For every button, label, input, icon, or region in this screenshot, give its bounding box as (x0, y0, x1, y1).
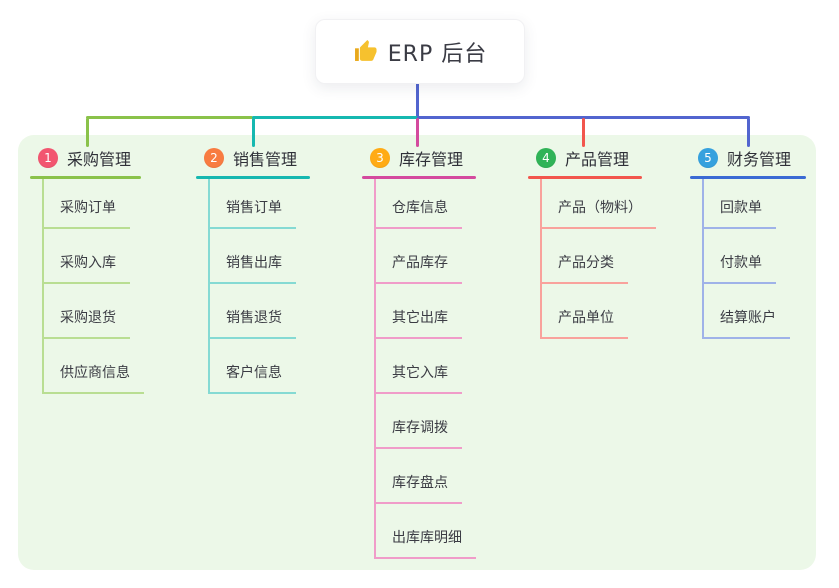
branch-drop-line-2 (252, 118, 255, 147)
branch-title[interactable]: 3 库存管理 (362, 146, 476, 170)
child-node[interactable]: 采购订单 (44, 179, 130, 229)
branch-underline (690, 176, 806, 179)
branch-title[interactable]: 1 采购管理 (30, 146, 141, 170)
branch-number-badge: 1 (38, 148, 58, 168)
child-node[interactable]: 客户信息 (210, 339, 296, 394)
child-node[interactable]: 结算账户 (704, 284, 790, 339)
child-node[interactable]: 销售出库 (210, 229, 296, 284)
connector-segment-teal (252, 116, 418, 119)
branch-children: 回款单 付款单 结算账户 (702, 179, 790, 339)
branch-underline (528, 176, 642, 179)
branch-title-label: 销售管理 (233, 150, 298, 169)
child-node[interactable]: 库存调拨 (376, 394, 462, 449)
connector-segment-blue (417, 116, 750, 119)
child-node[interactable]: 其它入库 (376, 339, 462, 394)
branch-drop-line-5 (747, 118, 750, 147)
mindmap-panel (18, 135, 816, 570)
branch-children: 仓库信息 产品库存 其它出库 其它入库 库存调拨 库存盘点 出库库明细 (374, 179, 476, 559)
branch-children: 销售订单 销售出库 销售退货 客户信息 (208, 179, 296, 394)
branch-underline (30, 176, 141, 179)
thumbs-up-icon (353, 39, 378, 64)
child-node[interactable]: 回款单 (704, 179, 776, 229)
branch-title-label: 库存管理 (399, 150, 464, 169)
branch-title[interactable]: 4 产品管理 (528, 146, 642, 170)
branch-drop-line-4 (582, 118, 585, 147)
branch-title-label: 产品管理 (565, 150, 630, 169)
branch-number-badge: 3 (370, 148, 390, 168)
child-node[interactable]: 产品（物料） (542, 179, 656, 229)
branch-title[interactable]: 2 销售管理 (196, 146, 310, 170)
branch-children: 产品（物料） 产品分类 产品单位 (540, 179, 656, 339)
branch-inventory: 3 库存管理 仓库信息 产品库存 其它出库 其它入库 库存调拨 库存盘点 出库库… (362, 146, 476, 559)
child-node[interactable]: 销售退货 (210, 284, 296, 339)
child-node[interactable]: 仓库信息 (376, 179, 462, 229)
branch-title-label: 财务管理 (727, 150, 792, 169)
trunk-line (416, 82, 419, 119)
branch-sales: 2 销售管理 销售订单 销售出库 销售退货 客户信息 (196, 146, 310, 394)
child-node[interactable]: 采购退货 (44, 284, 130, 339)
child-node[interactable]: 采购入库 (44, 229, 130, 284)
branch-drop-line-1 (86, 118, 89, 147)
child-node[interactable]: 产品单位 (542, 284, 628, 339)
child-node[interactable]: 出库库明细 (376, 504, 476, 559)
branch-drop-line-3 (416, 118, 419, 147)
branch-number-badge: 5 (698, 148, 718, 168)
branch-title-label: 采购管理 (67, 150, 132, 169)
branch-number-badge: 2 (204, 148, 224, 168)
child-node[interactable]: 销售订单 (210, 179, 296, 229)
root-node[interactable]: ERP 后台 (315, 19, 525, 84)
branch-finance: 5 财务管理 回款单 付款单 结算账户 (690, 146, 806, 339)
child-node[interactable]: 其它出库 (376, 284, 462, 339)
root-label: ERP 后台 (387, 41, 488, 67)
branch-underline (362, 176, 476, 179)
branch-number-badge: 4 (536, 148, 556, 168)
child-node[interactable]: 库存盘点 (376, 449, 462, 504)
child-node[interactable]: 供应商信息 (44, 339, 144, 394)
child-node[interactable]: 产品分类 (542, 229, 628, 284)
branch-product: 4 产品管理 产品（物料） 产品分类 产品单位 (528, 146, 656, 339)
child-node[interactable]: 付款单 (704, 229, 776, 284)
branch-underline (196, 176, 310, 179)
child-node[interactable]: 产品库存 (376, 229, 462, 284)
connector-segment-green (86, 116, 253, 119)
branch-children: 采购订单 采购入库 采购退货 供应商信息 (42, 179, 144, 394)
branch-purchase: 1 采购管理 采购订单 采购入库 采购退货 供应商信息 (30, 146, 144, 394)
branch-title[interactable]: 5 财务管理 (690, 146, 806, 170)
